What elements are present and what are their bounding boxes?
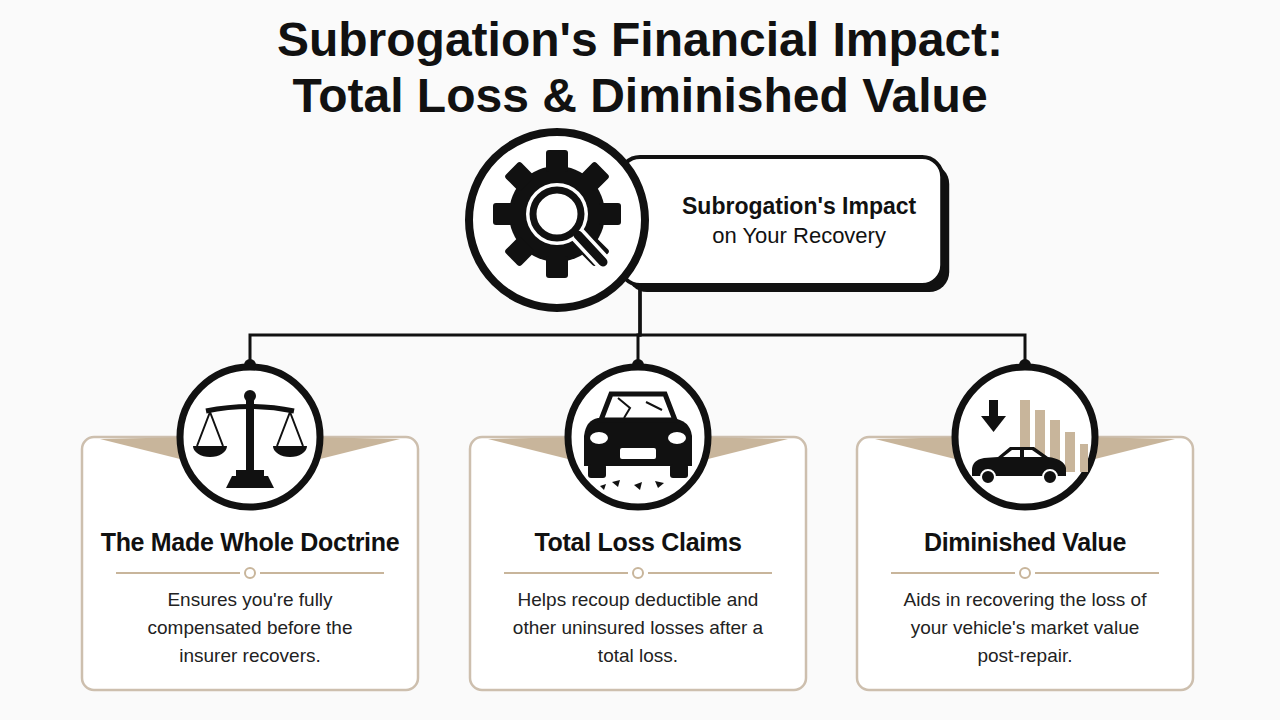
windshield-crack — [646, 402, 662, 410]
connector-group — [250, 285, 1025, 437]
divider-line — [116, 572, 240, 574]
gear-tooth — [579, 236, 610, 267]
car-grille — [620, 448, 656, 459]
title-wrap: Subrogation's Financial Impact: Total Lo… — [0, 12, 1280, 124]
info-card: Diminished ValueAids in recovering the l… — [857, 437, 1193, 690]
down-arrow — [981, 416, 1006, 432]
debris — [634, 482, 642, 490]
car-headlight — [590, 432, 608, 444]
hub-box: Subrogation's Impacton Your Recovery — [620, 157, 942, 285]
divider-line — [891, 572, 1015, 574]
box-body: on Your Recovery — [712, 221, 886, 251]
card-outline — [82, 437, 418, 690]
car-windshield — [601, 394, 675, 420]
magnifier-handle-outline — [578, 235, 603, 262]
gear-tooth — [599, 203, 621, 225]
card-divider — [891, 567, 1159, 579]
hub-outline — [620, 157, 942, 285]
value-bar — [1080, 444, 1088, 472]
icon-circle — [568, 367, 708, 507]
magnifier-handle — [578, 235, 603, 262]
box-body: Ensures you're fully compensated before … — [119, 586, 381, 670]
scales-string — [197, 412, 223, 446]
gear-icon — [493, 150, 621, 278]
info-card: Total Loss ClaimsHelps recoup deductible… — [470, 437, 806, 690]
divider-line — [260, 572, 384, 574]
car-wheel — [670, 464, 688, 478]
divider-line — [1035, 572, 1159, 574]
debris — [612, 480, 620, 487]
divider-dot — [1019, 567, 1031, 579]
value-bar — [1065, 432, 1075, 472]
gear-tooth — [546, 256, 568, 278]
divider-dot — [244, 567, 256, 579]
car-wheel — [981, 470, 995, 484]
magnifier-lens — [533, 190, 581, 238]
scales-beam — [206, 407, 294, 412]
car-headlight — [668, 432, 686, 444]
debris — [600, 484, 606, 490]
car-wheel — [588, 464, 606, 478]
down-arrow — [989, 400, 998, 418]
scales-pan — [193, 446, 227, 457]
gear-tooth — [579, 161, 610, 192]
box-heading: The Made Whole Doctrine — [101, 525, 400, 559]
car-body — [584, 418, 692, 466]
info-card: The Made Whole DoctrineEnsures you're fu… — [82, 437, 418, 690]
divider-dot — [632, 567, 644, 579]
box-body: Aids in recovering the loss of your vehi… — [894, 586, 1156, 670]
scales-post — [246, 398, 254, 472]
diagram-title: Subrogation's Financial Impact: Total Lo… — [260, 12, 1020, 124]
scales-base — [226, 476, 274, 488]
windshield-crack — [618, 398, 630, 418]
gear-tooth — [504, 236, 535, 267]
card-outline — [857, 437, 1193, 690]
box-heading: Total Loss Claims — [535, 525, 742, 559]
icon-circle — [469, 132, 645, 308]
scales-knob — [244, 390, 256, 402]
car-window — [1003, 450, 1042, 457]
divider-line — [504, 572, 628, 574]
car-wheel — [1043, 470, 1057, 484]
debris — [655, 481, 664, 488]
card-divider — [504, 567, 772, 579]
scales-base — [236, 470, 264, 476]
scales-pan — [273, 446, 307, 457]
box-body: Helps recoup deductible and other uninsu… — [507, 586, 769, 670]
icon-circle — [180, 367, 320, 507]
divider-line — [648, 572, 772, 574]
scales-string — [277, 412, 303, 446]
card-divider — [116, 567, 384, 579]
gear-tooth — [546, 150, 568, 172]
gear-tooth — [493, 203, 515, 225]
icon-circle — [955, 367, 1095, 507]
box-heading: Diminished Value — [924, 525, 1126, 559]
gear-tooth — [504, 161, 535, 192]
box-heading: Subrogation's Impact — [682, 191, 916, 221]
